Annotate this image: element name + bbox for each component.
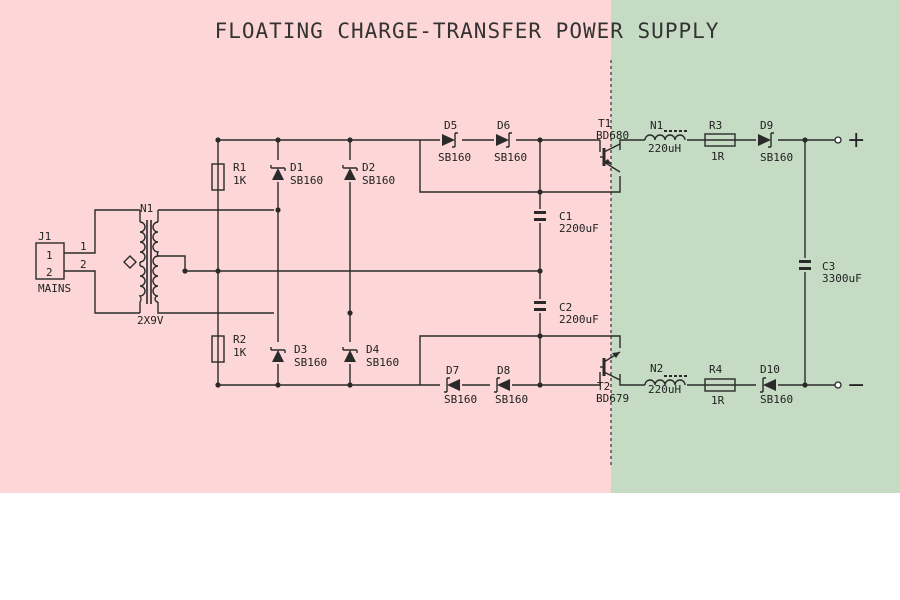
- resistor-r1: [211, 163, 225, 191]
- r2-ref: R2: [233, 333, 246, 346]
- resistor-r2: [211, 335, 225, 363]
- capacitor-c1: [533, 209, 547, 223]
- diagram-title: FLOATING CHARGE-TRANSFER POWER SUPPLY: [215, 19, 720, 43]
- diode-d9: [756, 132, 778, 148]
- d10-value: SB160: [760, 393, 793, 406]
- right-zone-background: [611, 0, 900, 493]
- connector-j1: [35, 242, 65, 280]
- resistor-r3: [704, 133, 736, 147]
- d3-value: SB160: [294, 356, 327, 369]
- diode-d8: [490, 377, 512, 393]
- j1-wire2-label: 2: [80, 258, 87, 271]
- r3-value: 1R: [711, 150, 725, 163]
- d6-value: SB160: [494, 151, 527, 164]
- d8-ref: D8: [497, 364, 510, 377]
- l1-ref: N1: [650, 119, 663, 132]
- c2-value: 2200uF: [559, 313, 599, 326]
- l2-ref: N2: [650, 362, 663, 375]
- diode-d10: [756, 377, 778, 393]
- diode-d7: [440, 377, 462, 393]
- r2-value: 1K: [233, 346, 247, 359]
- junction-dots: [182, 137, 808, 388]
- d4-value: SB160: [366, 356, 399, 369]
- diode-d2: [342, 160, 358, 182]
- d5-value: SB160: [438, 151, 471, 164]
- c1-ref: C1: [559, 210, 572, 223]
- diode-d1: [270, 160, 286, 182]
- left-zone-background: [0, 0, 611, 493]
- capacitor-c2: [533, 299, 547, 313]
- t2-ref: T2: [597, 380, 610, 393]
- r4-ref: R4: [709, 363, 723, 376]
- c3-ref: C3: [822, 260, 835, 273]
- r3-ref: R3: [709, 119, 722, 132]
- d2-ref: D2: [362, 161, 375, 174]
- l1-value: 220uH: [648, 142, 681, 155]
- t2-value: BD679: [596, 392, 629, 405]
- r1-value: 1K: [233, 174, 247, 187]
- diode-d5: [440, 132, 462, 148]
- d3-ref: D3: [294, 343, 307, 356]
- j1-pin1: 1: [46, 249, 53, 262]
- positive-terminal: [834, 136, 842, 144]
- d9-ref: D9: [760, 119, 773, 132]
- diode-d3: [270, 342, 286, 364]
- d10-ref: D10: [760, 363, 780, 376]
- r4-value: 1R: [711, 394, 725, 407]
- transistor-t1: [599, 140, 621, 173]
- minus-sign: −: [847, 373, 865, 398]
- d1-value: SB160: [290, 174, 323, 187]
- d2-value: SB160: [362, 174, 395, 187]
- t1-value: BD680: [596, 129, 629, 142]
- inductor-n1: [644, 130, 688, 143]
- d5-ref: D5: [444, 119, 457, 132]
- d4-ref: D4: [366, 343, 380, 356]
- resistor-r4: [704, 378, 736, 392]
- l2-value: 220uH: [648, 383, 681, 396]
- mains-label: MAINS: [38, 282, 71, 295]
- j1-pin2: 2: [46, 266, 53, 279]
- d1-ref: D1: [290, 161, 303, 174]
- j1-ref: J1: [38, 230, 51, 243]
- t1-ref: T1: [598, 117, 611, 130]
- wires: [35, 139, 835, 386]
- transformer-value: 2X9V: [137, 314, 164, 327]
- d8-value: SB160: [495, 393, 528, 406]
- transistor-t2: [599, 351, 621, 385]
- c3-value: 3300uF: [822, 272, 862, 285]
- d6-ref: D6: [497, 119, 510, 132]
- transformer-ref: N1: [140, 202, 153, 215]
- c2-ref: C2: [559, 301, 572, 314]
- j1-wire1-label: 1: [80, 240, 87, 253]
- r1-ref: R1: [233, 161, 246, 174]
- inductor-n2: [644, 375, 688, 388]
- d9-value: SB160: [760, 151, 793, 164]
- d7-value: SB160: [444, 393, 477, 406]
- negative-terminal: [834, 381, 842, 389]
- transformer-n1: [123, 220, 160, 304]
- c1-value: 2200uF: [559, 222, 599, 235]
- d7-ref: D7: [446, 364, 459, 377]
- plus-sign: +: [847, 128, 865, 153]
- capacitor-c3: [798, 258, 812, 272]
- diode-d6: [494, 132, 516, 148]
- diode-d4: [342, 342, 358, 364]
